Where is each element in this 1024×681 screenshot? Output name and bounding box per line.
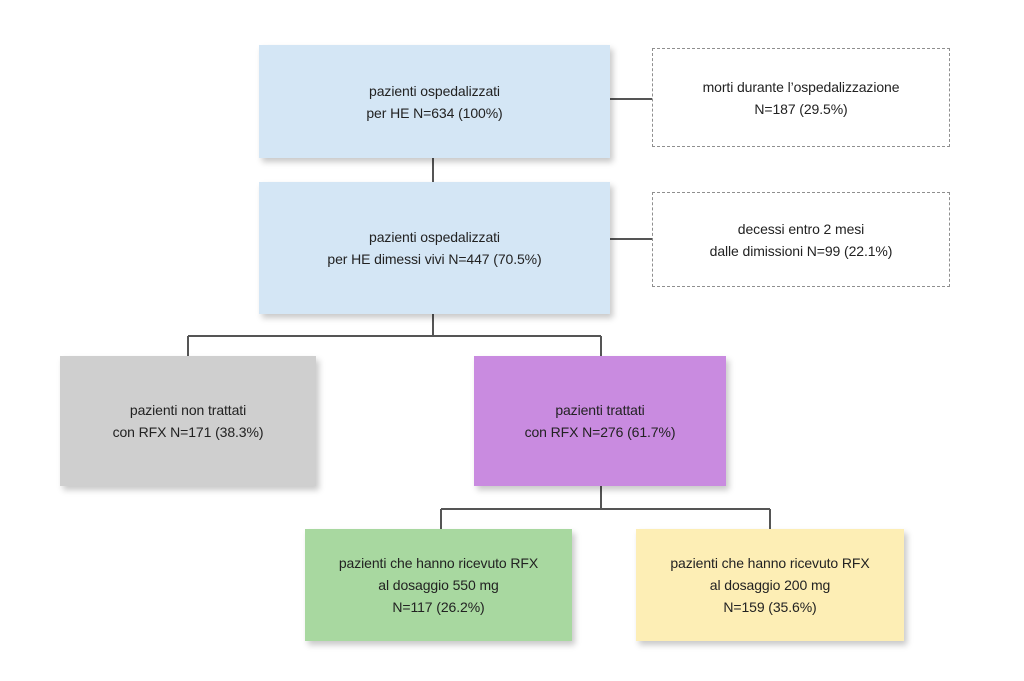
node-treated: pazienti trattati con RFX N=276 (61.7%) bbox=[474, 356, 726, 486]
node-died-hospital-line-1: morti durante l’ospedalizzazione bbox=[702, 78, 900, 95]
node-died-2months-line-2: dalle dimissioni N=99 (22.1%) bbox=[709, 242, 893, 259]
node-died-hospital: morti durante l’ospedalizzazione N=187 (… bbox=[652, 48, 950, 147]
node-died-hospital-line-2: N=187 (29.5%) bbox=[754, 100, 848, 117]
node-dose-550-line-1: pazienti che hanno ricevuto RFX bbox=[338, 555, 539, 571]
node-dose-200-line-2: al dosaggio 200 mg bbox=[709, 577, 831, 593]
node-dose-200-line-3: N=159 (35.6%) bbox=[723, 599, 817, 615]
node-dose-550: pazienti che hanno ricevuto RFX al dosag… bbox=[305, 529, 572, 641]
node-untreated-line-2: con RFX N=171 (38.3%) bbox=[112, 424, 264, 440]
node-discharged-line-1: pazienti ospedalizzati bbox=[369, 229, 500, 245]
node-died-2months: decessi entro 2 mesi dalle dimissioni N=… bbox=[652, 192, 950, 287]
node-discharged: pazienti ospedalizzati per HE dimessi vi… bbox=[259, 182, 610, 314]
node-dose-550-line-3: N=117 (26.2%) bbox=[392, 599, 485, 615]
node-dose-200-line-1: pazienti che hanno ricevuto RFX bbox=[670, 555, 870, 571]
node-died-2months-line-1: decessi entro 2 mesi bbox=[737, 220, 865, 237]
node-hospitalized: pazienti ospedalizzati per HE N=634 (100… bbox=[259, 45, 610, 158]
node-dose-550-line-2: al dosaggio 550 mg bbox=[378, 577, 499, 593]
node-hospitalized-line-1: pazienti ospedalizzati bbox=[369, 82, 500, 99]
node-discharged-line-2: per HE dimessi vivi N=447 (70.5%) bbox=[327, 251, 542, 267]
node-hospitalized-line-2: per HE N=634 (100%) bbox=[366, 104, 503, 121]
node-treated-line-1: pazienti trattati bbox=[555, 402, 645, 418]
node-treated-line-2: con RFX N=276 (61.7%) bbox=[524, 424, 676, 440]
node-untreated: pazienti non trattati con RFX N=171 (38.… bbox=[60, 356, 316, 486]
node-untreated-line-1: pazienti non trattati bbox=[129, 402, 247, 418]
node-dose-200: pazienti che hanno ricevuto RFX al dosag… bbox=[636, 529, 904, 641]
